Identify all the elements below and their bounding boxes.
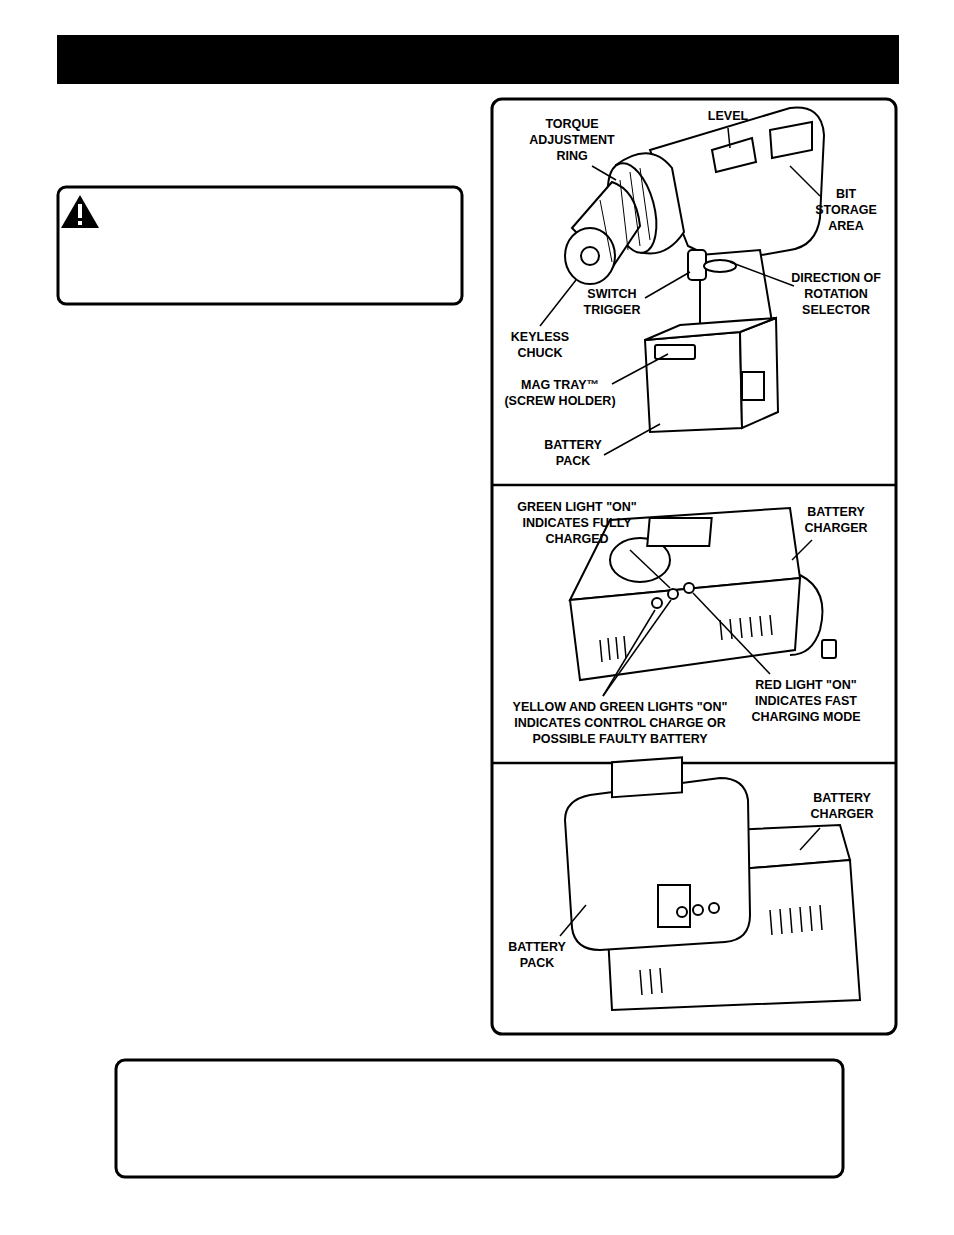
note-box [116,1060,843,1177]
part-label: BIT STORAGE AREA [810,186,882,234]
leader-line [603,540,812,696]
panel-divider [492,484,896,487]
part-label: GREEN LIGHT "ON" INDICATES FULLY CHARGED [512,499,642,547]
knurl-lines [600,168,650,262]
part-label: MAG TRAY™ (SCREW HOLDER) [499,377,621,409]
part-label: KEYLESS CHUCK [503,329,577,361]
drill-illustration [565,108,824,432]
part-label: BATTERY PACK [536,437,610,469]
part-label: YELLOW AND GREEN LIGHTS "ON" INDICATES C… [504,699,736,747]
part-label: BATTERY CHARGER [794,504,878,536]
vent-slots [600,615,772,662]
part-label: LEVEL [688,108,768,124]
leader-line [560,828,820,936]
part-label: DIRECTION OF ROTATION SELECTOR [790,270,882,318]
part-label: TORQUE ADJUSTMENT RING [522,116,622,164]
charger-illustration [570,508,836,680]
vent-slots [640,905,822,995]
part-label: RED LIGHT "ON" INDICATES FAST CHARGING M… [745,677,867,725]
warning-box [58,187,462,304]
figure-panel [492,99,896,1034]
part-label: BATTERY CHARGER [800,790,884,822]
header-bar [57,35,899,84]
warning-icon [61,195,99,228]
panel-divider [492,762,896,765]
part-label: SWITCH TRIGGER [575,286,649,318]
part-label: BATTERY PACK [500,939,574,971]
